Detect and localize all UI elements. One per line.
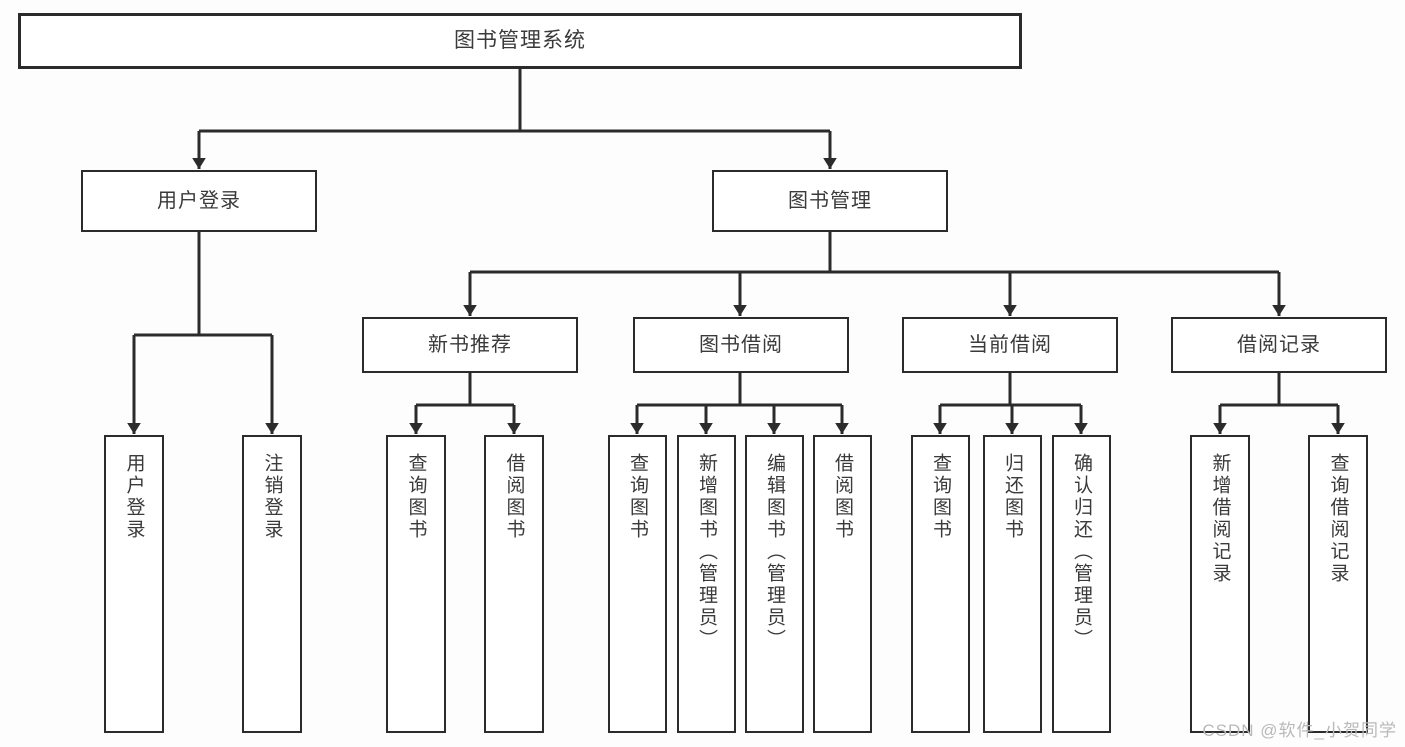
node-label: 查询图书 xyxy=(405,453,427,541)
leaf-current-query-book[interactable]: 查询图书 xyxy=(911,435,970,733)
leaf-borrow-query-book[interactable]: 查询图书 xyxy=(608,435,667,733)
node-label: 查询借阅记录 xyxy=(1327,453,1349,585)
leaf-record-add-record[interactable]: 新增借阅记录 xyxy=(1190,435,1250,733)
leaf-record-query-record[interactable]: 查询借阅记录 xyxy=(1308,435,1368,733)
node-label: 确认归还（管理员） xyxy=(1071,453,1092,651)
connector-lines xyxy=(127,69,1345,434)
node-label: 新增图书（管理员） xyxy=(696,453,717,651)
node-label: 归还图书 xyxy=(1002,453,1023,541)
leaf-borrow-edit-book[interactable]: 编辑图书（管理员） xyxy=(745,435,804,733)
leaf-current-return-book[interactable]: 归还图书 xyxy=(983,435,1042,733)
leaf-recommend-query-book[interactable]: 查询图书 xyxy=(386,435,446,733)
node-label: 新书推荐 xyxy=(428,334,512,356)
leaf-current-confirm-return[interactable]: 确认归还（管理员） xyxy=(1052,435,1111,733)
node-label: 查询图书 xyxy=(930,453,951,541)
node-borrow-record[interactable]: 借阅记录 xyxy=(1171,317,1387,373)
node-label: 查询图书 xyxy=(627,453,648,541)
node-current-borrow[interactable]: 当前借阅 xyxy=(902,317,1118,373)
node-label: 借阅图书 xyxy=(832,453,853,541)
node-book-manage[interactable]: 图书管理 xyxy=(712,170,948,232)
node-label: 编辑图书（管理员） xyxy=(764,453,785,651)
node-label: 新增借阅记录 xyxy=(1209,453,1231,585)
node-label: 图书管理系统 xyxy=(454,29,586,53)
node-label: 注销登录 xyxy=(261,453,283,541)
leaf-borrow-do-borrow[interactable]: 借阅图书 xyxy=(813,435,872,733)
node-label: 借阅图书 xyxy=(503,453,525,541)
node-label: 图书管理 xyxy=(788,190,872,212)
leaf-recommend-borrow-book[interactable]: 借阅图书 xyxy=(484,435,544,733)
node-new-book-recommend[interactable]: 新书推荐 xyxy=(362,317,578,373)
node-label: 图书借阅 xyxy=(699,334,783,356)
csdn-watermark: CSDN @软件_小贺同学 xyxy=(1202,721,1397,740)
node-label: 用户登录 xyxy=(123,453,145,541)
leaf-user-logout[interactable]: 注销登录 xyxy=(242,435,302,733)
node-book-borrow[interactable]: 图书借阅 xyxy=(633,317,849,373)
node-label: 借阅记录 xyxy=(1237,334,1321,356)
node-label: 用户登录 xyxy=(157,190,241,212)
node-user-login[interactable]: 用户登录 xyxy=(81,170,317,232)
leaf-user-login[interactable]: 用户登录 xyxy=(104,435,164,733)
node-root[interactable]: 图书管理系统 xyxy=(18,13,1022,69)
node-label: 当前借阅 xyxy=(968,334,1052,356)
leaf-borrow-add-book[interactable]: 新增图书（管理员） xyxy=(677,435,736,733)
